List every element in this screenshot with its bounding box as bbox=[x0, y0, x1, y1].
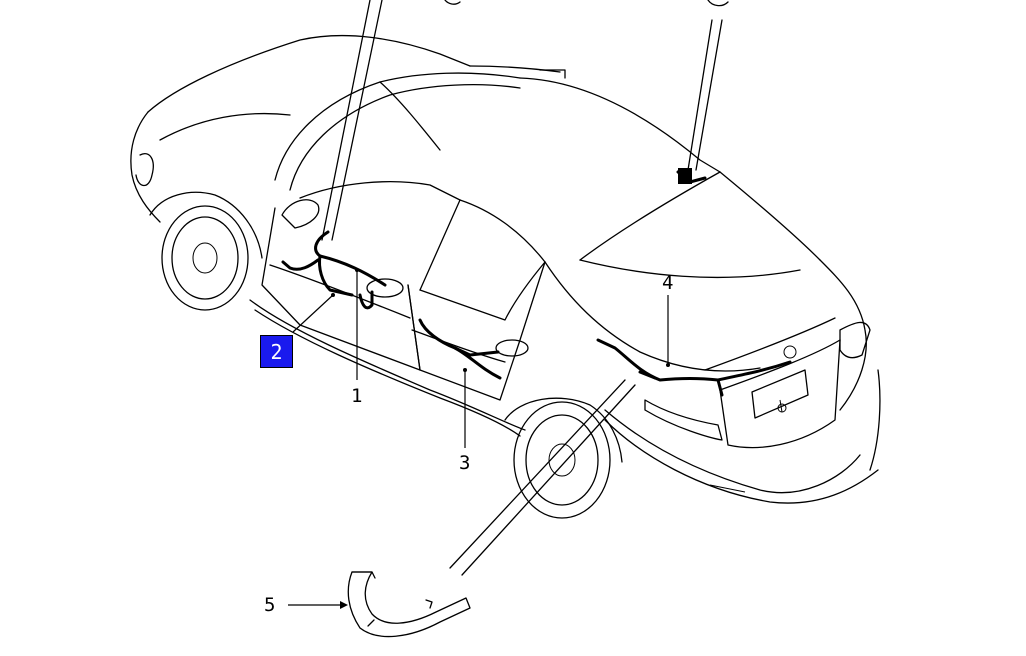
car-body bbox=[130, 34, 881, 519]
callout-3: 3 bbox=[459, 452, 470, 474]
callout-leaders bbox=[288, 268, 670, 609]
callout-2: 2 bbox=[270, 339, 283, 364]
overflow-leaders bbox=[321, 0, 729, 576]
wiring-harnesses bbox=[281, 168, 792, 397]
callout-4: 4 bbox=[662, 272, 673, 294]
callout-1: 1 bbox=[351, 385, 362, 407]
callout-2-highlight[interactable]: 2 bbox=[260, 335, 293, 368]
callout-5: 5 bbox=[264, 594, 275, 616]
part-5-cable-guide bbox=[347, 571, 471, 638]
